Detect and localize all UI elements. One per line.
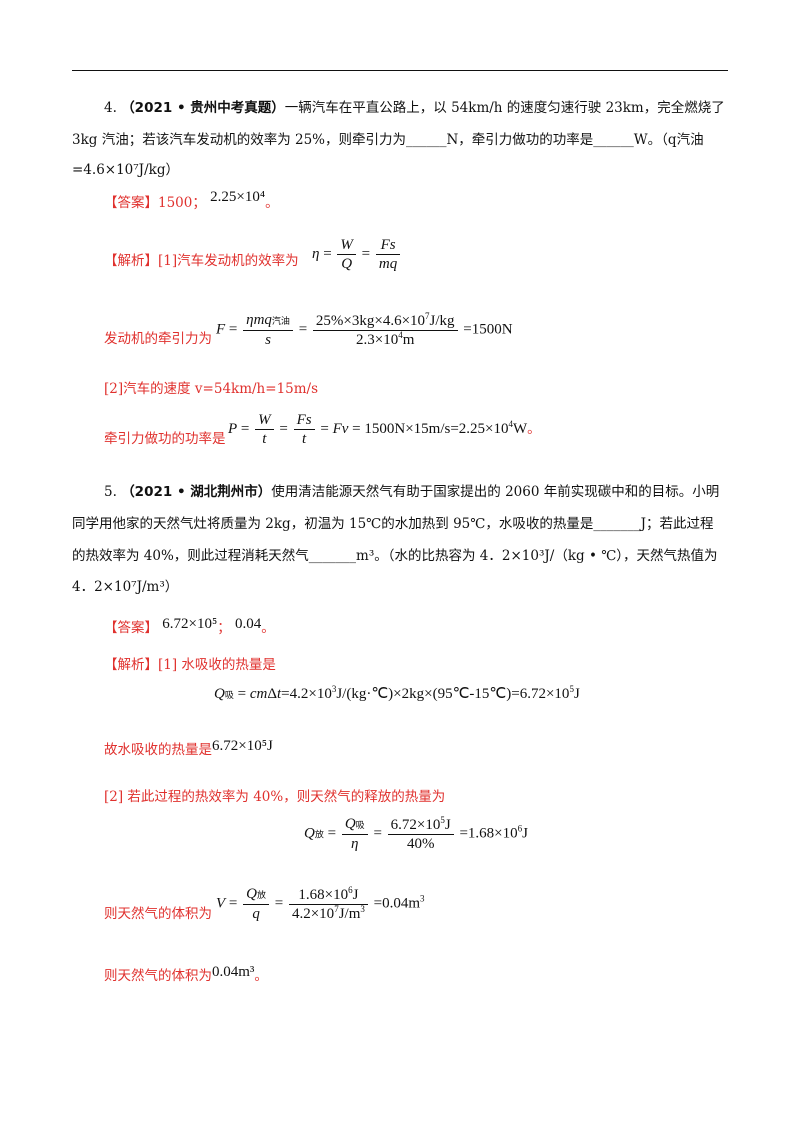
q5-answer: 【答案】 6.72×10⁵； 0.04。 — [104, 616, 275, 638]
q4-answer-text: 1500； — [158, 195, 206, 211]
q5-number: 5. — [104, 484, 117, 500]
q5-analysis-label: 【解析】 — [104, 657, 158, 673]
q5-answer-value2: 0.04 — [235, 616, 262, 632]
q5-answer-end: 。 — [261, 620, 275, 636]
q5-step5-text: 则天然气的体积为 — [104, 968, 212, 984]
q5-answer-value1: 6.72×10⁵ — [162, 616, 218, 632]
q5-step2-value: 6.72×10⁵J — [212, 738, 273, 754]
q4-answer: 【答案】1500； 2.25×10⁴。 — [104, 189, 279, 213]
q4-step4-end: 。 — [527, 420, 541, 436]
q5-step5-end: 。 — [254, 968, 268, 984]
q4-step1-text: [1]汽车发动机的效率为 — [158, 253, 299, 269]
q4-analysis-step1: 【解析】[1]汽车发动机的效率为 — [104, 251, 299, 271]
q5-answer-label: 【答案】 — [104, 620, 158, 636]
q5-heat-formula: Q吸 = cmΔt=4.2×103J/(kg·℃)×2kg×(95℃-15℃)=… — [214, 684, 580, 703]
q5-step2-text: 故水吸收的热量是 — [104, 742, 212, 758]
q5-text-line3: 的热效率为 40%，则此过程消耗天然气_______m³。（水的比热容为 4．2… — [72, 548, 718, 564]
q5-text-line4: 4．2×10⁷J/m³） — [72, 579, 179, 595]
q5-analysis-step1: 【解析】[1] 水吸收的热量是 — [104, 655, 276, 675]
q4-step4-text: 牵引力做功的功率是 — [104, 431, 226, 447]
q4-text-line3: =4.6×10⁷J/kg） — [72, 162, 179, 178]
header-rule — [72, 70, 728, 71]
q4-line1: 4. （2021 • 贵州中考真题）一辆汽车在平直公路上，以 54km/h 的速… — [104, 98, 725, 118]
q4-text-line1: 一辆汽车在平直公路上，以 54km/h 的速度匀速行驶 23km，完全燃烧了 — [284, 100, 725, 116]
q4-analysis-label: 【解析】 — [104, 253, 158, 269]
q5-step3-text: [2] 若此过程的热效率为 40%，则天然气的释放的热量为 — [104, 789, 446, 805]
q4-text-line2: 3kg 汽油；若该汽车发动机的效率为 25%，则牵引力为______N，牵引力做… — [72, 132, 704, 148]
q5-source: （2021 • 湖北荆州市） — [121, 484, 272, 500]
q4-answer-end: 。 — [265, 195, 279, 211]
q5-line1: 5. （2021 • 湖北荆州市）使用清洁能源天然气有助于国家提出的 2060 … — [104, 482, 719, 502]
q5-text-line2: 同学用他家的天然气灶将质量为 2kg，初温为 15℃的水加热到 95℃，水吸收的… — [72, 516, 714, 532]
q4-number: 4. — [104, 100, 117, 116]
q5-step4-text: 则天然气的体积为 — [104, 906, 212, 922]
q5-step1-text: [1] 水吸收的热量是 — [158, 657, 276, 673]
q5-step2: 故水吸收的热量是6.72×10⁵J — [104, 738, 273, 760]
q4-step3-text: [2]汽车的速度 v=54km/h=15m/s — [104, 381, 319, 397]
q4-answer-label: 【答案】 — [104, 195, 158, 211]
q5-answer-sep: ； — [217, 620, 231, 636]
q4-source: （2021 • 贵州中考真题） — [121, 100, 285, 116]
q4-answer-value: 2.25×10⁴ — [210, 189, 266, 205]
q4-step2-text: 发动机的牵引力为 — [104, 331, 212, 347]
q5-text-line1: 使用清洁能源天然气有助于国家提出的 2060 年前实现碳中和的目标。小明 — [271, 484, 720, 500]
q5-step5: 则天然气的体积为0.04m³。 — [104, 964, 268, 986]
q5-step5-value: 0.04m³ — [212, 964, 255, 980]
